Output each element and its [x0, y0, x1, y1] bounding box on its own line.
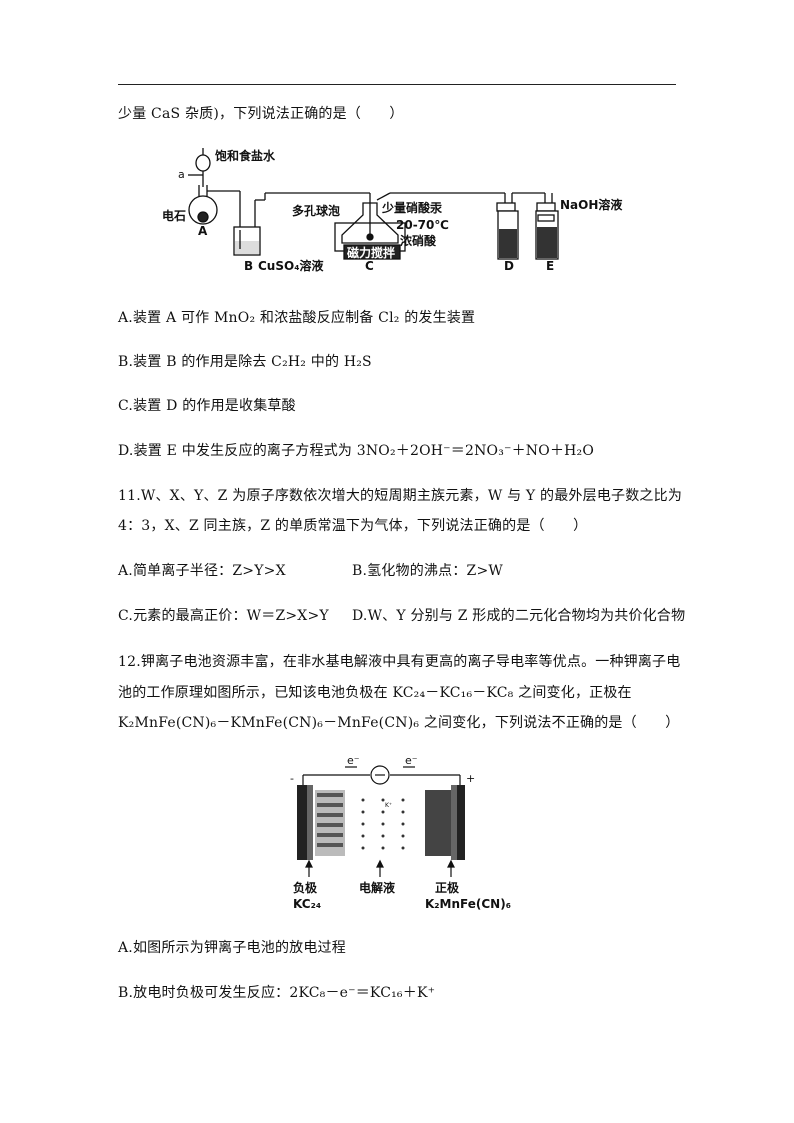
electrolyte-ions [361, 798, 405, 850]
q12-stem-line2: 池的工作原理如图所示，已知该电池负极在 KC₂₄－KC₁₆－KC₈ 之间变化，正… [118, 685, 632, 701]
positive-electrode [425, 785, 465, 860]
label-E: E [546, 259, 554, 273]
q12-stem-line3: K₂MnFe(CN)₆－KMnFe(CN)₆－MnFe(CN)₆ 之间变化，下列… [118, 715, 680, 731]
label-negative: 负极 [293, 880, 318, 895]
battery-figure: - + e⁻ e⁻ K⁺ 负极 KC₂₄ 电解液 [290, 754, 511, 911]
electron-right: e⁻ [405, 754, 418, 767]
label-hno3: 浓硝酸 [400, 233, 437, 248]
label-a: a [178, 168, 185, 181]
ion-label: K⁺ [385, 802, 392, 809]
label-A: A [198, 224, 208, 238]
q11-option-d: D.W、Y 分别与 Z 形成的二元化合物均为共价化合物 [352, 608, 686, 624]
label-cuso4: CuSO₄溶液 [258, 258, 323, 273]
bottle-b [233, 191, 265, 256]
q12-option-a: A.如图所示为钾离子电池的放电过程 [118, 940, 346, 956]
q11-option-c: C.元素的最高正价：W＝Z>X>Y [118, 608, 329, 624]
external-circuit [302, 765, 461, 785]
q10-option-d: D.装置 E 中发生反应的离子方程式为 3NO₂＋2OH⁻＝2NO₃⁻＋NO＋H… [118, 443, 595, 459]
q10-option-a: A.装置 A 可作 MnO₂ 和浓盐酸反应制备 Cl₂ 的发生装置 [118, 310, 476, 326]
bottle-e [535, 193, 559, 260]
dropping-funnel [188, 148, 211, 187]
label-negative-material: KC₂₄ [293, 897, 321, 911]
plus-sign: + [466, 772, 475, 785]
q12-option-b: B.放电时负极可发生反应：2KC₈－e⁻＝KC₁₆＋K⁺ [118, 985, 436, 1001]
q10-option-c: C.装置 D 的作用是收集草酸 [118, 398, 296, 414]
flask-a [188, 185, 240, 225]
q11-option-a: A.简单离子半径：Z>Y>X [118, 563, 286, 579]
label-brine: 饱和食盐水 [215, 148, 276, 163]
label-positive-material: K₂MnFe(CN)₆ [425, 897, 511, 911]
label-stir: 磁力搅拌 [346, 245, 395, 260]
label-temp: 20-70℃ [396, 218, 449, 232]
q10-option-b: B.装置 B 的作用是除去 C₂H₂ 中的 H₂S [118, 354, 372, 370]
reactor-c [334, 192, 505, 260]
q12-stem-line1: 12.钾离子电池资源丰富，在非水基电解液中具有更高的离子导电率等优点。一种钾离子… [118, 654, 681, 670]
label-C: C [365, 259, 374, 273]
q11-option-b: B.氢化物的沸点：Z>W [352, 563, 503, 579]
label-electrolyte: 电解液 [359, 880, 395, 895]
label-positive: 正极 [435, 880, 460, 895]
negative-electrode [297, 785, 345, 860]
label-D: D [504, 259, 514, 273]
question-continuation: 少量 CaS 杂质)，下列说法正确的是（ ） [118, 106, 404, 122]
header-rule [118, 84, 676, 85]
q11-stem-line2: 4：3，X、Z 同主族，Z 的单质常温下为气体，下列说法正确的是（ ） [118, 518, 588, 534]
apparatus-figure: a 饱和食盐水 电石 A B CuSO₄溶液 多孔球泡 少量硝酸汞 20-70℃ [162, 148, 622, 273]
electron-left: e⁻ [347, 754, 360, 767]
label-B: B [244, 259, 253, 273]
bottle-d [496, 192, 545, 260]
label-bubble: 多孔球泡 [292, 203, 340, 218]
label-naoh: NaOH溶液 [560, 197, 622, 212]
minus-sign: - [290, 772, 294, 785]
q11-stem-line1: 11.W、X、Y、Z 为原子序数依次增大的短周期主族元素，W 与 Y 的最外层电… [118, 488, 683, 504]
label-hg: 少量硝酸汞 [381, 200, 443, 215]
label-carbide: 电石 [162, 208, 186, 223]
